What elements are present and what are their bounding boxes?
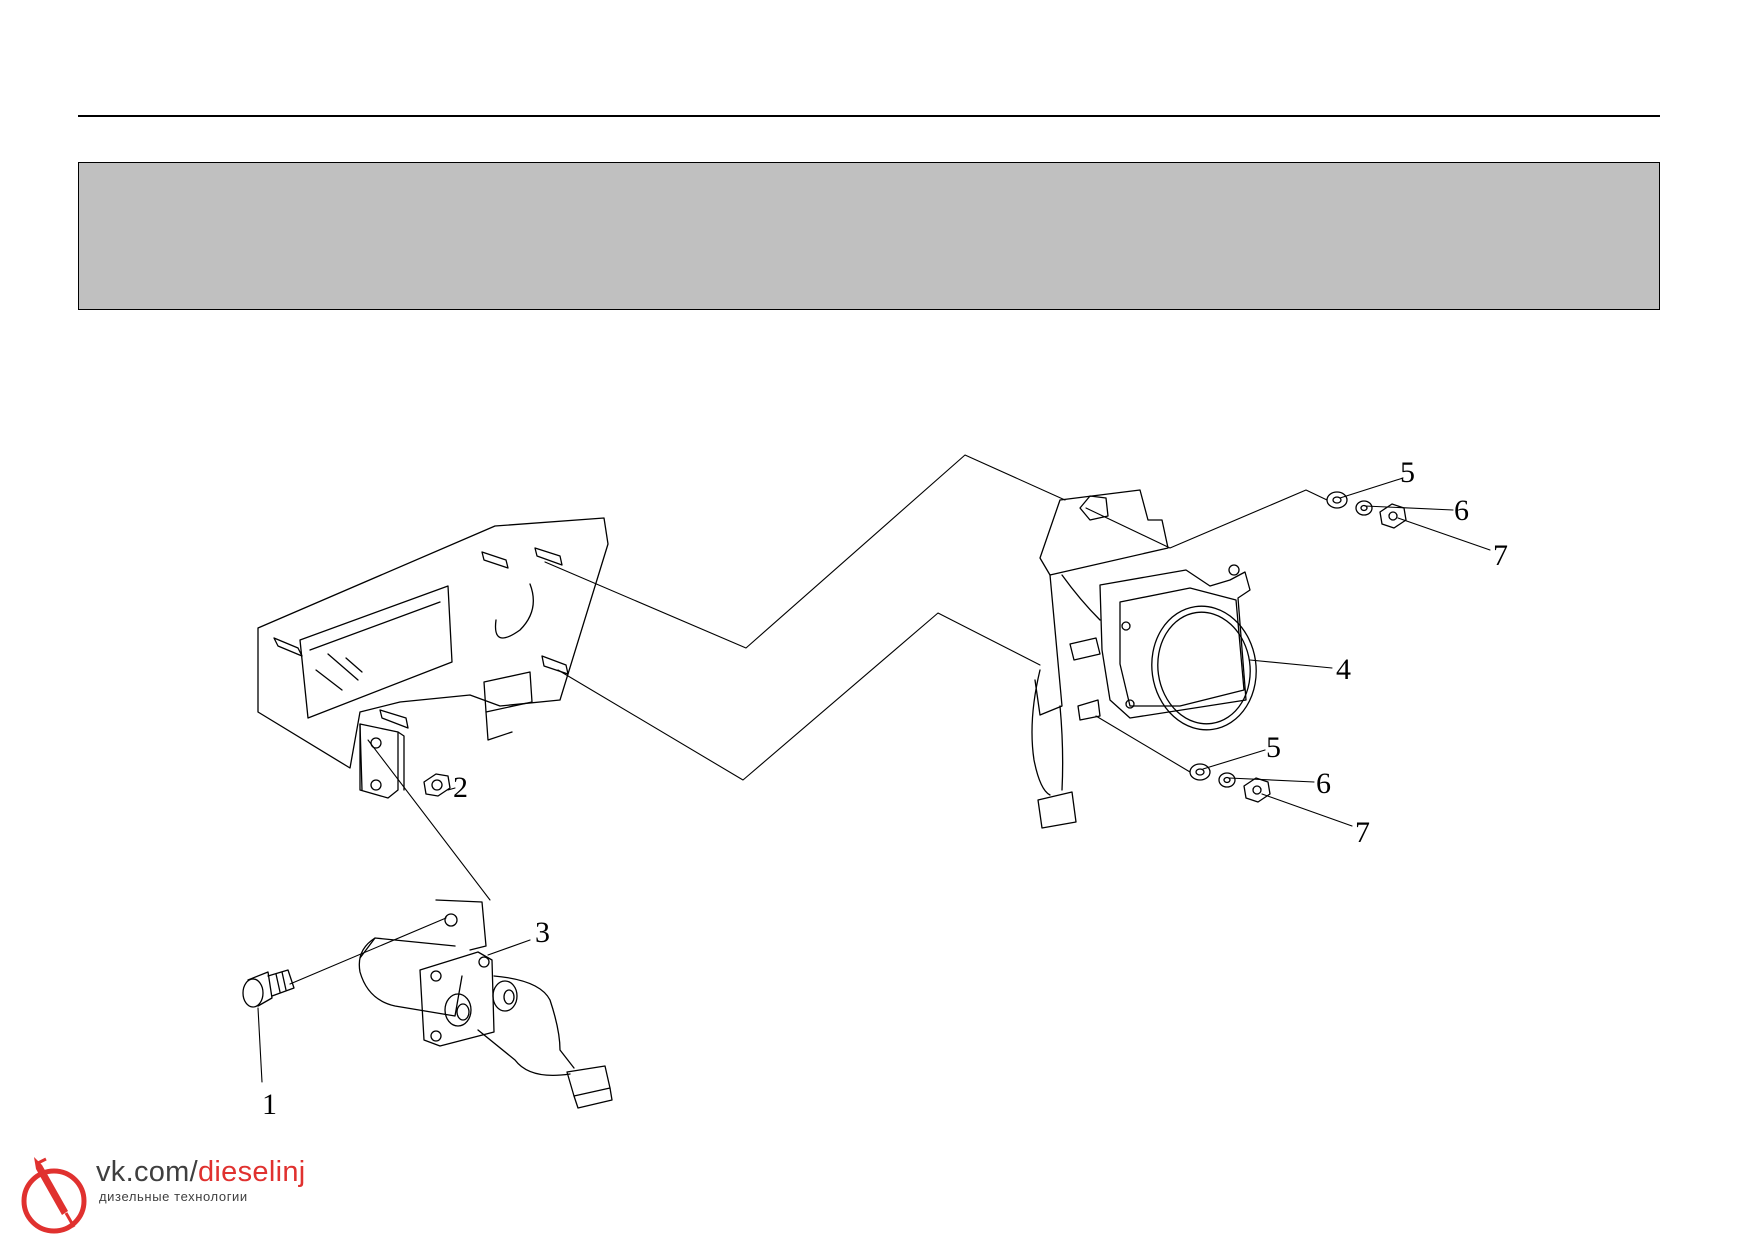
callout-3: 3 xyxy=(535,916,550,949)
watermark: vk.com/dieselinj дизельные технологии xyxy=(14,1155,314,1235)
instrument-panel xyxy=(257,517,609,769)
callout-7-upper: 7 xyxy=(1493,539,1508,572)
callout-5-lower: 5 xyxy=(1266,731,1281,764)
lamp-assembly-4 xyxy=(1031,489,1257,829)
top-rule xyxy=(78,115,1660,117)
washer-set-lower xyxy=(1189,763,1271,803)
switch-assembly-3 xyxy=(358,899,613,1109)
bolt-1 xyxy=(242,969,295,1008)
washer-set-upper xyxy=(1326,491,1407,529)
callout-6-upper: 6 xyxy=(1454,494,1469,527)
callout-1: 1 xyxy=(262,1088,277,1121)
watermark-url: vk.com/dieselinj xyxy=(96,1155,306,1189)
nut-2 xyxy=(423,773,451,797)
callout-5-upper: 5 xyxy=(1400,456,1415,489)
callout-6-lower: 6 xyxy=(1316,767,1331,800)
mounting-bracket xyxy=(359,723,405,799)
callout-2: 2 xyxy=(453,771,468,804)
watermark-url-path: dieselinj xyxy=(198,1156,306,1188)
watermark-subtitle: дизельные технологии xyxy=(99,1189,248,1204)
callout-4: 4 xyxy=(1336,653,1351,686)
assembly-lines xyxy=(257,454,1491,1083)
injector-logo-icon xyxy=(21,1157,87,1234)
callout-7-lower: 7 xyxy=(1355,816,1370,849)
header-band xyxy=(78,162,1660,310)
watermark-url-host: vk.com/ xyxy=(96,1156,198,1188)
